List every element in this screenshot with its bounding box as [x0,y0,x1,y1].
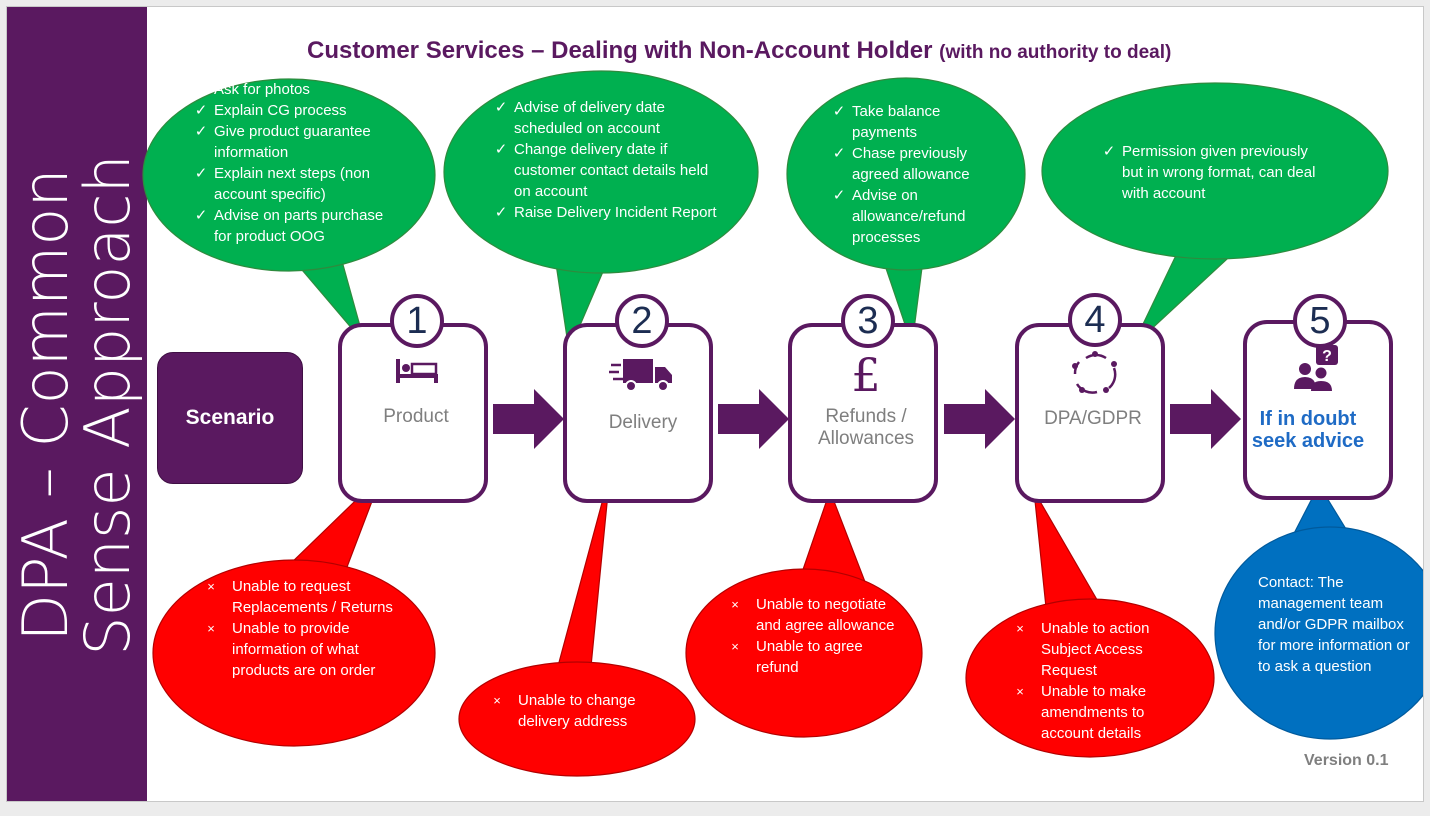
red-bubble-2-text: ×Unable to change delivery address [488,690,658,732]
list-item: ✓Chase previously agreed allowance [832,145,970,183]
truck-icon [609,359,672,392]
arrow-1-2 [493,389,564,449]
list-item: ×Unable to action Subject Access Request [1016,620,1150,679]
list-item: ×Unable to provide information of what p… [207,620,376,679]
step-1-number: 1 [390,294,444,348]
step-2-label: Delivery [608,412,678,433]
title-sub: (with no authority to deal) [939,42,1172,63]
list-item: ×Unable to agree refund [731,638,863,676]
list-item: ✓Ask for photos [194,81,310,98]
diagram-shapes [142,70,1423,777]
pound-icon: £ [851,348,880,397]
step-1-label: Product [383,406,449,427]
red-bubble-tail-4 [1033,490,1109,618]
svg-text:?: ? [1322,348,1332,365]
red-bubble-3-text: ×Unable to negotiate and agree allowance… [726,594,901,678]
green-bubble-1-text: ✓Ask for photos ✓Explain CG process ✓Giv… [192,79,392,247]
list-item: ✓Permission given previously but in wron… [1102,143,1316,202]
step-3-label: Refunds / Allowances [817,406,915,449]
list-item: ×Unable to negotiate and agree allowance [731,596,895,634]
list-item: ✓Explain CG process [194,102,347,119]
step-5-label: If in doubt seek advice [1251,408,1365,452]
red-bubble-1-text: ×Unable to request Replacements / Return… [202,576,402,681]
step-4-number: 4 [1068,293,1122,347]
sidebar: DPA – Common Sense Approach [7,7,147,801]
list-item: ✓Take balance payments [832,103,941,141]
red-bubble-3 [685,568,923,738]
arrow-3-4 [944,389,1015,449]
cycle-icon [1072,351,1117,394]
slide: DPA – Common Sense Approach Customer Ser… [6,6,1424,802]
arrow-2-3 [718,389,789,449]
green-bubble-2-text: ✓Advise of delivery date scheduled on ac… [492,97,722,223]
step-2-number: 2 [615,294,669,348]
step-5-number: 5 [1293,294,1347,348]
list-item: ✓Explain next steps (non account specifi… [194,165,370,203]
list-item: ✓Advise on allowance/refund processes [832,187,966,246]
bed-icon [396,359,438,383]
step-4-label: DPA/GDPR [1044,408,1142,429]
green-bubble-2 [443,70,759,274]
svg-text:£: £ [851,348,880,397]
list-item: ✓Raise Delivery Incident Report [494,204,717,221]
list-item: ✓Advise on parts purchase for product OO… [194,207,384,245]
red-bubble-4-text: ×Unable to action Subject Access Request… [1011,618,1191,744]
blue-bubble-text: Contact: The management team and/or GDPR… [1258,574,1410,675]
red-bubble-4 [965,598,1215,758]
list-item: ✓Change delivery date if customer contac… [494,141,709,200]
advice-icon: ? [1294,345,1338,391]
blue-bubble [1214,526,1423,740]
list-item: ×Unable to change delivery address [493,692,636,730]
red-bubble-1 [152,559,436,747]
green-bubble-1 [142,78,436,272]
red-bubble-2 [458,661,696,777]
arrow-4-5 [1170,389,1241,449]
title-main: Customer Services – Dealing with Non-Acc… [307,37,933,64]
green-bubble-4-text: ✓Permission given previously but in wron… [1100,141,1330,204]
step-3-number: 3 [841,294,895,348]
list-item: ×Unable to make amendments to account de… [1016,683,1147,742]
list-item: ✓Advise of delivery date scheduled on ac… [494,99,665,137]
green-bubble-4 [1041,82,1389,260]
page-title: Customer Services – Dealing with Non-Acc… [307,37,1307,65]
step-4-box [1015,323,1165,503]
scenario-box: Scenario [157,352,303,484]
version-label: Version 0.1 [1304,752,1389,769]
list-item: ×Unable to request Replacements / Return… [207,578,393,616]
green-bubble-3-text: ✓Take balance payments ✓Chase previously… [830,101,990,248]
list-item: ✓Give product guarantee information [194,123,371,161]
step-3-box [788,323,938,503]
step-2-box [563,323,713,503]
green-bubble-3 [786,77,1026,271]
